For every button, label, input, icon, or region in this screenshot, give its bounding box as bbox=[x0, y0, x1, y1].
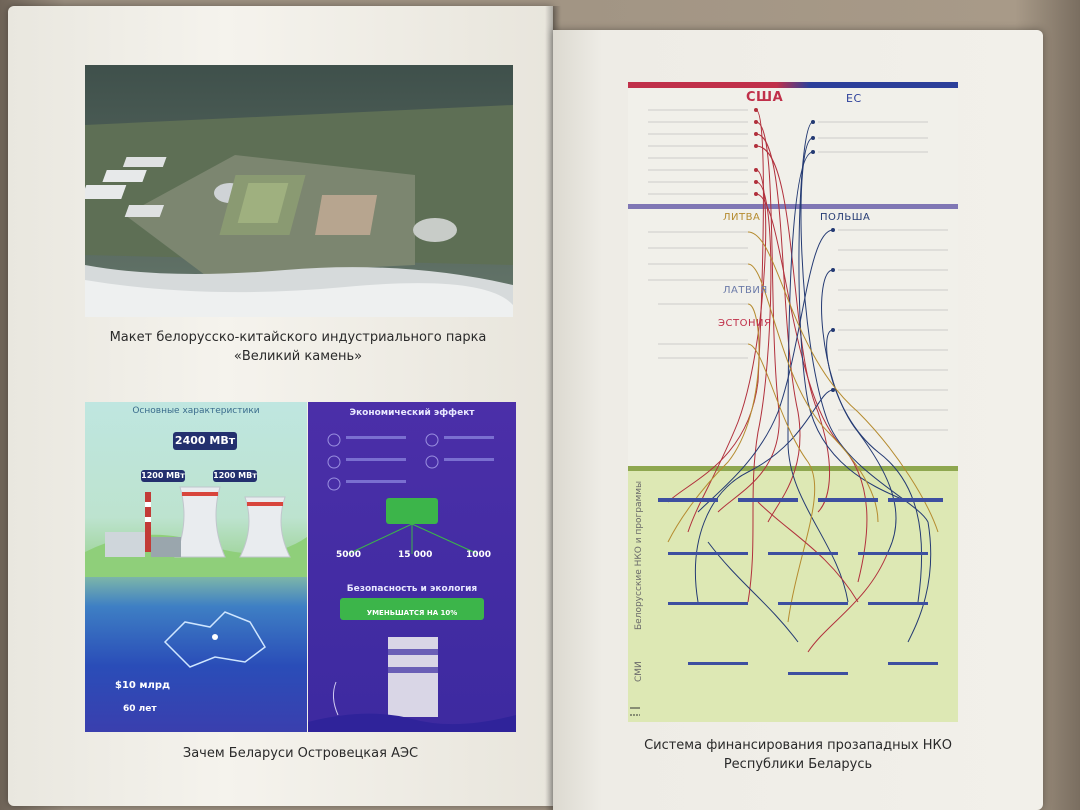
photo-caption: Макет белорусско-китайского индустриальн… bbox=[48, 328, 548, 366]
industrial-park-photo bbox=[85, 65, 513, 317]
economic-effect-connectors bbox=[347, 523, 479, 555]
jobs-15000: 15 000 bbox=[398, 550, 433, 560]
economic-effect-hub bbox=[386, 498, 438, 524]
cost-label: $10 млрд bbox=[115, 680, 171, 691]
label-poland: ПОЛЬША bbox=[820, 212, 871, 223]
diagram-caption: Система финансирования прозападных НКО Р… bbox=[613, 736, 983, 774]
jobs-5000: 5000 bbox=[336, 550, 362, 560]
label-lithuania: ЛИТВА bbox=[723, 212, 761, 223]
economic-effect-title: Экономический эффект bbox=[349, 408, 475, 418]
years-label: 60 лет bbox=[123, 704, 157, 714]
infographic-caption: Зачем Беларуси Островецкая АЭС bbox=[182, 746, 419, 761]
aes-infographic-left: Основные характеристики 2400 МВт 1200 МВ… bbox=[85, 402, 307, 732]
safety-title: Безопасность и экология bbox=[346, 584, 478, 594]
ngo-funding-diagram: США ЕС ЛИТВА ПОЛЬША ЛАТВИЯ ЭСТОНИЯ Белор… bbox=[628, 82, 958, 722]
jobs-1000: 1000 bbox=[466, 550, 492, 560]
side-label-media: СМИ bbox=[634, 661, 644, 682]
side-label-ngo: Белорусские НКО и программы bbox=[634, 480, 644, 630]
unit2-power-badge: 1200 МВт bbox=[213, 470, 257, 482]
label-usa: США bbox=[746, 90, 784, 105]
total-power-badge: 2400 МВт bbox=[173, 432, 237, 450]
emission-banner: УМЕНЬШАТСЯ НА 10% bbox=[340, 598, 484, 620]
label-eu: ЕС bbox=[846, 92, 862, 105]
left-page: Макет белорусско-китайского индустриальн… bbox=[8, 6, 553, 806]
label-latvia: ЛАТВИЯ bbox=[723, 285, 768, 296]
diagram-caption-line1: Система финансирования прозападных НКО bbox=[644, 738, 952, 753]
photo-caption-line1: Макет белорусско-китайского индустриальн… bbox=[109, 330, 487, 345]
label-estonia: ЭСТОНИЯ bbox=[718, 318, 772, 329]
reactor-illustration bbox=[308, 637, 516, 732]
funding-network-svg bbox=[628, 82, 958, 722]
unit1-power-badge: 1200 МВт bbox=[141, 470, 185, 482]
characteristics-title: Основные характеристики bbox=[132, 406, 260, 416]
industrial-park-image bbox=[85, 65, 513, 317]
right-page: США ЕС ЛИТВА ПОЛЬША ЛАТВИЯ ЭСТОНИЯ Белор… bbox=[553, 30, 1043, 810]
aes-infographic-right: Экономический эффект 5000 15 000 1000 Бе… bbox=[308, 402, 516, 732]
belarus-map-outline bbox=[163, 611, 266, 668]
diagram-caption-line2: Республики Беларусь bbox=[723, 757, 873, 772]
economic-effect-icons bbox=[322, 430, 502, 492]
cooling-towers-illustration bbox=[85, 486, 307, 577]
photo-caption-line2: «Великий камень» bbox=[233, 349, 363, 364]
